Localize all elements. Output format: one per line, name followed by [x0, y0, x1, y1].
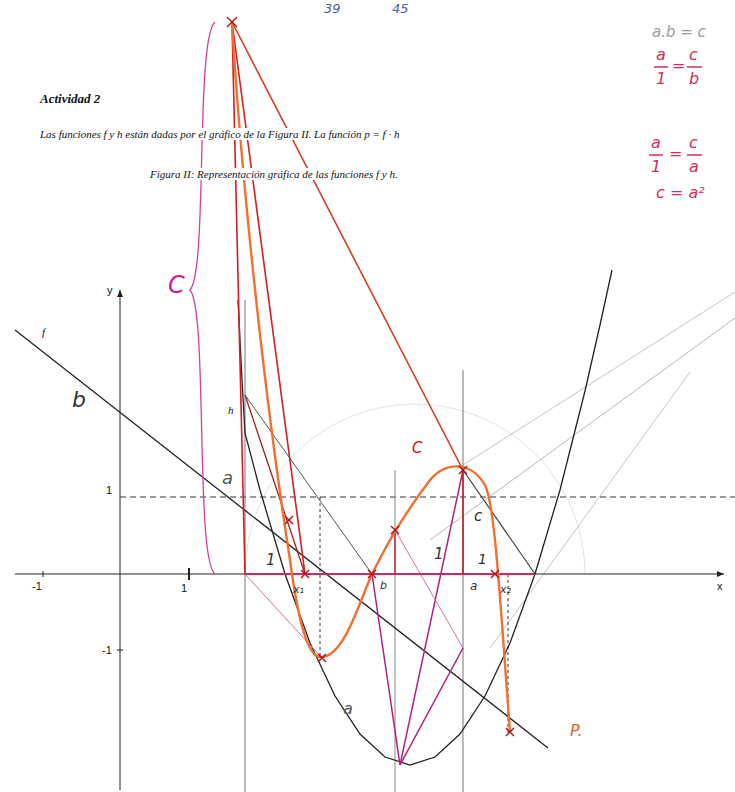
construction-line	[245, 395, 372, 574]
root-name: x₂	[500, 584, 511, 596]
construction-line	[455, 292, 735, 470]
construction-line	[462, 470, 464, 574]
fraction-bar	[654, 66, 668, 68]
construction-line	[245, 395, 305, 574]
axis-tick	[43, 571, 44, 577]
unit-mark: 1	[266, 552, 276, 569]
fraction-bar	[649, 154, 663, 156]
point-markers	[227, 17, 514, 736]
segment-name: b	[380, 580, 387, 592]
fraction-term: b	[689, 70, 699, 88]
function-h	[238, 270, 612, 765]
y-axis	[120, 290, 121, 790]
fraction-bar	[687, 66, 702, 68]
construction-line	[490, 372, 690, 648]
note: c = a²	[656, 184, 705, 202]
segment-name: c	[474, 508, 482, 525]
construction-line	[372, 574, 400, 765]
fraction-term: c	[689, 46, 698, 64]
title: Actividad 2	[38, 92, 102, 106]
equals-sign: =	[669, 145, 682, 163]
construction-line	[245, 574, 322, 658]
segment-name: b	[72, 388, 86, 412]
segment-name: C	[168, 272, 185, 298]
caption: Figura II: Representación gráfica de las…	[148, 168, 400, 180]
segment-name: a	[222, 468, 233, 488]
construction-line	[245, 573, 535, 575]
scribble: 45	[392, 2, 409, 16]
function-name: P.	[570, 722, 583, 740]
fraction-term: a	[656, 46, 666, 64]
construction-line	[394, 530, 395, 574]
note: a.b = c	[652, 24, 706, 41]
fraction-term: 1	[651, 158, 661, 176]
construction-line	[400, 470, 463, 765]
function-name: f	[40, 326, 47, 338]
segment-name: C	[412, 440, 422, 457]
axis-label: y	[107, 284, 113, 296]
tick-label: -1	[32, 580, 42, 592]
dashed-guide	[120, 497, 735, 498]
tick-label: -1	[102, 644, 112, 656]
axis-arrow	[117, 290, 123, 297]
function-name: h	[226, 404, 236, 416]
fraction-term: a	[689, 158, 699, 176]
construction-line	[400, 648, 463, 765]
dashed-guide	[320, 497, 321, 658]
statement: Las funciones f y h están dadas por el g…	[38, 128, 401, 140]
fraction-term: c	[689, 134, 698, 152]
bracket	[190, 22, 215, 574]
root-name: x₁	[293, 584, 304, 596]
axis-label: x	[717, 580, 723, 592]
fraction-bar	[687, 154, 702, 156]
axis-tick	[117, 650, 123, 651]
unit-mark: 1	[434, 546, 444, 563]
axis-tick	[188, 568, 190, 580]
construction-line	[430, 318, 735, 540]
tick-label: 1	[181, 582, 187, 594]
axis-arrow	[717, 571, 724, 577]
segment-name: a	[470, 580, 477, 593]
x-axis	[15, 574, 724, 575]
unit-mark: 1	[478, 552, 487, 567]
fraction-term: 1	[656, 70, 666, 88]
scribble: 39	[324, 2, 341, 16]
segment-name: a	[343, 700, 353, 718]
construction-line	[232, 22, 305, 574]
construction-line	[232, 22, 463, 470]
construction-line	[463, 470, 535, 574]
fraction-term: a	[651, 134, 661, 152]
tick-label: 1	[106, 484, 112, 496]
equals-sign: =	[672, 57, 685, 75]
construction-line	[395, 530, 463, 648]
guide-line	[395, 470, 396, 792]
